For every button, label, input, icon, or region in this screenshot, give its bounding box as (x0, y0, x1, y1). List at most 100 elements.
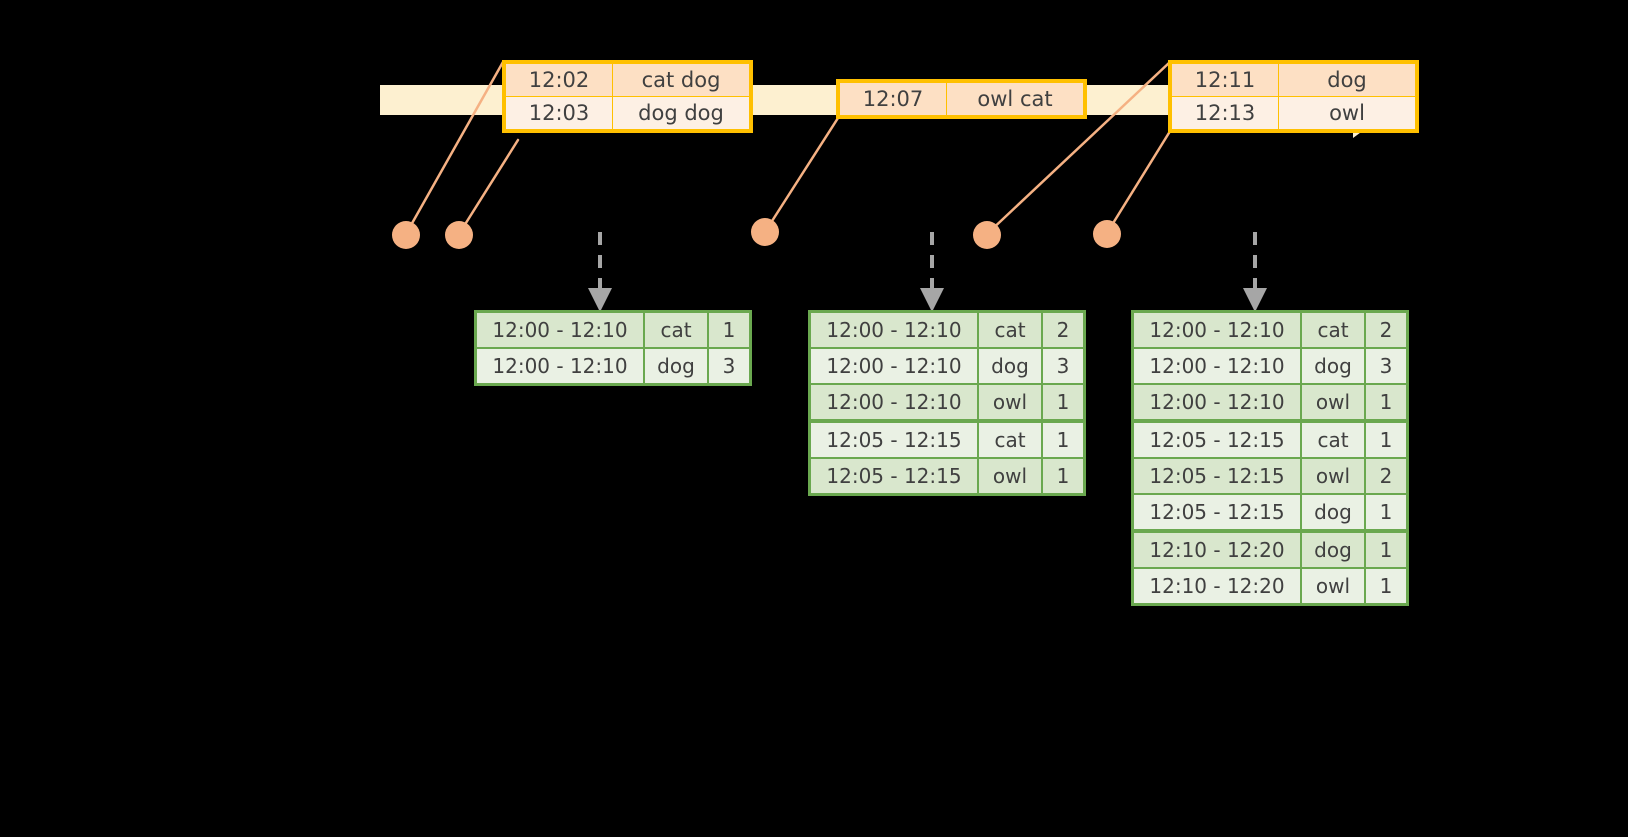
trigger-arrow (1243, 232, 1267, 312)
event-group-2[interactable]: 12:07 owl cat (836, 79, 1087, 119)
event-words: dog dog (612, 96, 750, 130)
event-row[interactable]: 12:02 cat dog (505, 63, 750, 97)
count-cell: 1 (1364, 567, 1409, 606)
window-cell: 12:05 - 12:15 (1131, 493, 1302, 533)
word-cell: owl (1300, 567, 1366, 606)
word-cell: dog (1300, 530, 1366, 569)
trigger-arrow (920, 232, 944, 312)
event-table-2: 12:07 owl cat (839, 82, 1084, 116)
window-cell: 12:00 - 12:10 (808, 383, 979, 423)
window-cell: 12:00 - 12:10 (808, 310, 979, 349)
event-row[interactable]: 12:07 owl cat (839, 82, 1084, 116)
event-dot (973, 221, 1001, 249)
window-cell: 12:00 - 12:10 (1131, 310, 1302, 349)
count-cell: 1 (1041, 457, 1086, 496)
event-words: owl (1278, 96, 1416, 130)
event-time: 12:13 (1171, 96, 1279, 130)
event-time: 12:11 (1171, 63, 1279, 97)
event-group-1[interactable]: 12:02 cat dog 12:03 dog dog (502, 60, 753, 133)
window-cell: 12:05 - 12:15 (808, 457, 979, 496)
event-dot (751, 218, 779, 246)
event-group-3[interactable]: 12:11 dog 12:13 owl (1168, 60, 1419, 133)
count-cell: 1 (707, 310, 752, 349)
count-cell: 1 (1364, 530, 1409, 569)
window-cell: 12:00 - 12:10 (808, 347, 979, 385)
window-cell: 12:05 - 12:15 (1131, 457, 1302, 495)
word-cell: owl (977, 383, 1043, 423)
event-dot (1093, 220, 1121, 248)
count-cell: 3 (1364, 347, 1409, 385)
count-cell: 3 (1041, 347, 1086, 385)
event-dot (392, 221, 420, 249)
window-cell: 12:00 - 12:10 (1131, 383, 1302, 423)
count-cell: 1 (1364, 493, 1409, 533)
count-cell: 2 (1364, 310, 1409, 349)
event-time: 12:07 (839, 82, 947, 116)
event-dots (392, 218, 1121, 249)
word-cell: cat (1300, 420, 1366, 459)
word-cell: dog (1300, 347, 1366, 385)
window-cell: 12:05 - 12:15 (1131, 420, 1302, 459)
event-words: owl cat (946, 82, 1084, 116)
count-cell: 1 (1364, 420, 1409, 459)
count-cell: 1 (1041, 383, 1086, 423)
count-cell: 1 (1364, 383, 1409, 423)
count-cell: 1 (1041, 420, 1086, 459)
word-cell: cat (977, 420, 1043, 459)
event-words: dog (1278, 63, 1416, 97)
event-dot (445, 221, 473, 249)
trigger-arrows (588, 232, 1267, 312)
word-cell: dog (1300, 493, 1366, 533)
window-cell: 12:00 - 12:10 (474, 310, 645, 349)
window-cell: 12:00 - 12:10 (474, 347, 645, 386)
word-cell: cat (643, 310, 709, 349)
word-cell: owl (977, 457, 1043, 496)
word-cell: dog (977, 347, 1043, 385)
event-table-1: 12:02 cat dog 12:03 dog dog (505, 63, 750, 130)
window-cell: 12:10 - 12:20 (1131, 567, 1302, 606)
word-cell: cat (977, 310, 1043, 349)
window-cell: 12:00 - 12:10 (1131, 347, 1302, 385)
event-table-3: 12:11 dog 12:13 owl (1171, 63, 1416, 130)
event-row[interactable]: 12:03 dog dog (505, 96, 750, 130)
event-row[interactable]: 12:13 owl (1171, 96, 1416, 130)
window-cell: 12:05 - 12:15 (808, 420, 979, 459)
event-time: 12:02 (505, 63, 613, 97)
event-time: 12:03 (505, 96, 613, 130)
count-cell: 2 (1364, 457, 1409, 495)
event-row[interactable]: 12:11 dog (1171, 63, 1416, 97)
word-cell: owl (1300, 457, 1366, 495)
window-cell: 12:10 - 12:20 (1131, 530, 1302, 569)
word-cell: cat (1300, 310, 1366, 349)
trigger-arrow (588, 232, 612, 312)
count-cell: 3 (707, 347, 752, 386)
event-words: cat dog (612, 63, 750, 97)
word-cell: dog (643, 347, 709, 386)
word-cell: owl (1300, 383, 1366, 423)
